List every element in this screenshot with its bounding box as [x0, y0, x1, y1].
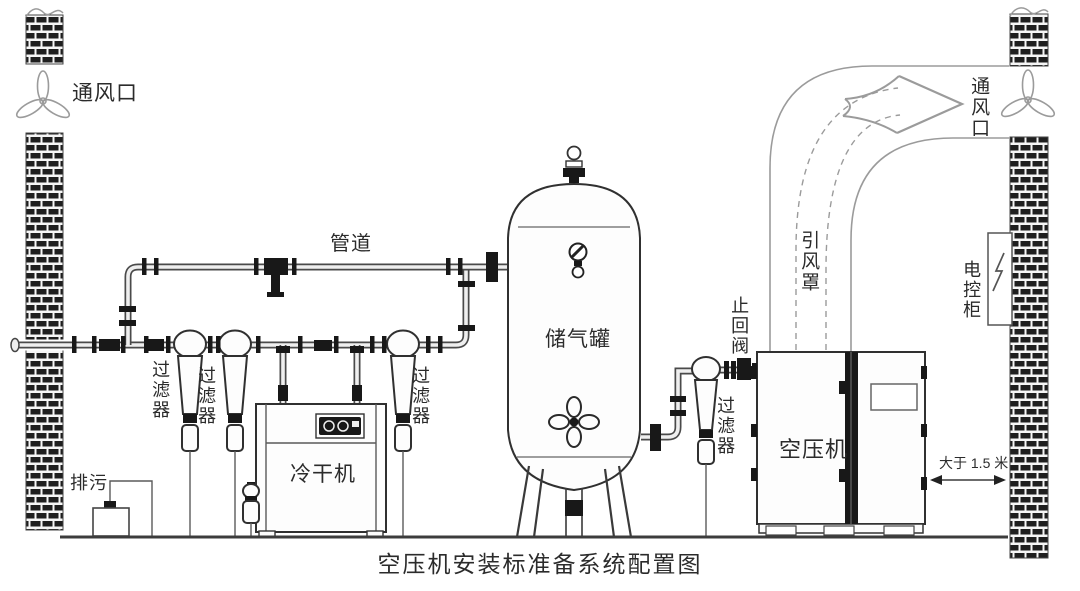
clearance-arrow	[930, 475, 1006, 485]
exhaust-duct	[769, 65, 1009, 352]
filter-4	[691, 356, 721, 537]
compressor-unit	[751, 351, 927, 536]
drain-label: 排污	[70, 473, 108, 493]
air-tank	[507, 145, 641, 538]
filter-label-3: 过滤器	[410, 366, 431, 426]
filter-1	[173, 329, 207, 537]
tank-handwheel-icon	[548, 396, 600, 448]
clearance-label: 大于 1.5 米	[939, 455, 1009, 471]
filter-label-4: 过滤器	[715, 396, 736, 456]
air-hood-label: 引风罩	[798, 230, 820, 293]
vent-label-left: 通风口	[72, 82, 138, 105]
pipeline-label: 管道	[330, 233, 372, 255]
check-valve-fitting	[724, 358, 757, 380]
dryer-label: 冷干机	[290, 463, 356, 486]
vent-label-right: 通风口	[968, 76, 990, 139]
pressure-gauge-icon	[568, 242, 588, 279]
control-cabinet-label: 电控柜	[961, 260, 982, 320]
fan-icon-left	[15, 70, 71, 119]
fan-icon-right	[1000, 69, 1056, 118]
right-brick-wall	[1009, 7, 1049, 559]
check-valve-label: 止回阀	[729, 296, 750, 356]
diagram-title: 空压机安装标准备系统配置图	[377, 551, 703, 577]
dryer-unit	[255, 403, 387, 538]
compressor-label: 空压机	[779, 437, 849, 462]
drain-filter-icon	[242, 482, 260, 537]
filter-3	[386, 329, 420, 537]
safety-valve-icon	[563, 145, 585, 183]
lightning-icon	[992, 252, 1005, 292]
pipe-fittings	[72, 252, 686, 451]
airflow-arrow-icon	[842, 74, 965, 135]
filter-label-1: 过滤器	[150, 360, 171, 420]
left-brick-wall	[25, 8, 64, 531]
filter-label-2: 过滤器	[196, 366, 217, 426]
tank-label: 储气罐	[545, 328, 611, 351]
control-cabinet	[987, 232, 1013, 326]
